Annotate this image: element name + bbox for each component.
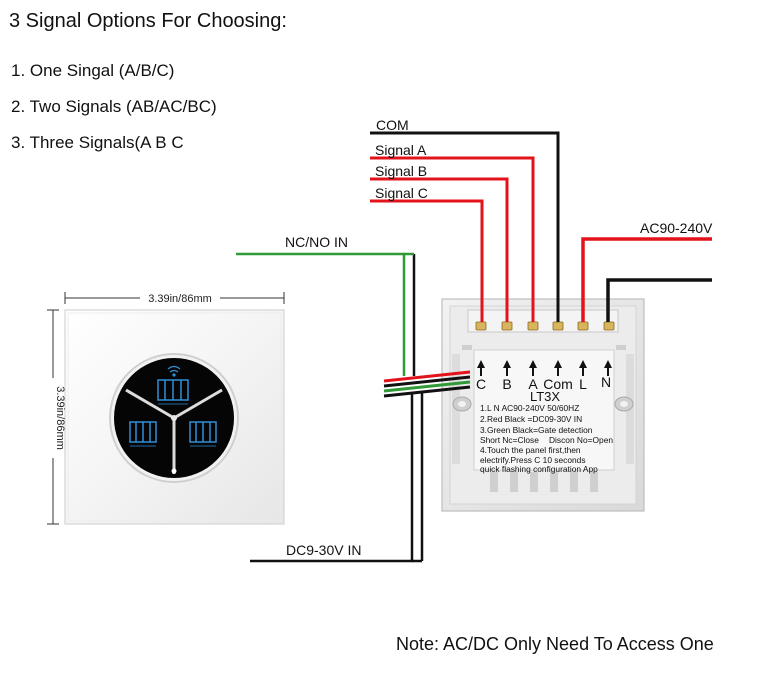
wire-nc-no: [236, 252, 416, 376]
terminal-label-b: B: [502, 376, 511, 392]
wire-dc: [250, 392, 424, 563]
screw-hole: [452, 396, 472, 412]
option-three-signals: 3. Three Signals(A B C: [11, 133, 184, 152]
module-line-4b: Discon No=Open: [549, 435, 613, 445]
module-line-7: quick flashing configuration App: [480, 464, 598, 474]
module-line-3: 3.Green Black=Gate detection: [480, 425, 593, 435]
module-line-6: electrify.Press C 10 seconds: [480, 455, 586, 465]
terminal-label-com: Com: [543, 376, 573, 392]
option-one-signal: 1. One Singal (A/B/C): [11, 61, 175, 80]
gate-icon: [189, 421, 217, 447]
wire-ac-red: [581, 237, 712, 322]
gate-icon: [157, 379, 189, 405]
terminal-label-c: C: [476, 376, 486, 392]
label-nc-no: NC/NO IN: [285, 234, 348, 250]
module-line-2: 2.Red Black =DC09-30V IN: [480, 414, 582, 424]
height-dimension: [47, 309, 59, 525]
label-com: COM: [376, 117, 409, 133]
module-model: LT3X: [530, 389, 560, 404]
label-ac: AC90-240V: [640, 220, 713, 236]
label-signal-a: Signal A: [375, 142, 427, 158]
back-box: C B A Com L N LT3X 1.L N AC90-240V 50/60…: [441, 298, 645, 512]
label-dc: DC9-30V IN: [286, 542, 361, 558]
label-signal-c: Signal C: [375, 185, 428, 201]
terminal-arrows: [477, 360, 612, 376]
gate-icon: [129, 421, 157, 447]
wire-com: [370, 131, 560, 322]
terminal-label-n: N: [601, 374, 611, 390]
module-line-5: 4.Touch the panel first,then: [480, 445, 581, 455]
screw-hole: [614, 396, 634, 412]
front-panel: [64, 309, 285, 525]
access-note: Note: AC/DC Only Need To Access One: [396, 634, 714, 654]
wifi-icon: [167, 365, 181, 377]
wire-ac-black: [606, 278, 712, 322]
terminal-label-a: A: [528, 376, 538, 392]
width-label: 3.39in/86mm: [148, 293, 212, 305]
option-two-signals: 2. Two Signals (AB/AC/BC): [11, 97, 217, 116]
page-heading: 3 Signal Options For Choosing:: [9, 10, 287, 32]
wire-bundle: [383, 370, 471, 398]
height-label: 3.39in/86mm: [54, 386, 66, 450]
width-dimension: [64, 292, 285, 304]
wire-signal-a: [370, 156, 535, 322]
wire-signal-c: [370, 199, 484, 322]
module-line-4a: Short Nc=Close: [480, 435, 539, 445]
touch-button-ring: [109, 353, 239, 483]
wire-signal-b: [370, 177, 509, 322]
terminal-label-l: L: [579, 376, 587, 392]
label-signal-b: Signal B: [375, 163, 427, 179]
module-line-1: 1.L N AC90-240V 50/60HZ: [480, 403, 579, 413]
